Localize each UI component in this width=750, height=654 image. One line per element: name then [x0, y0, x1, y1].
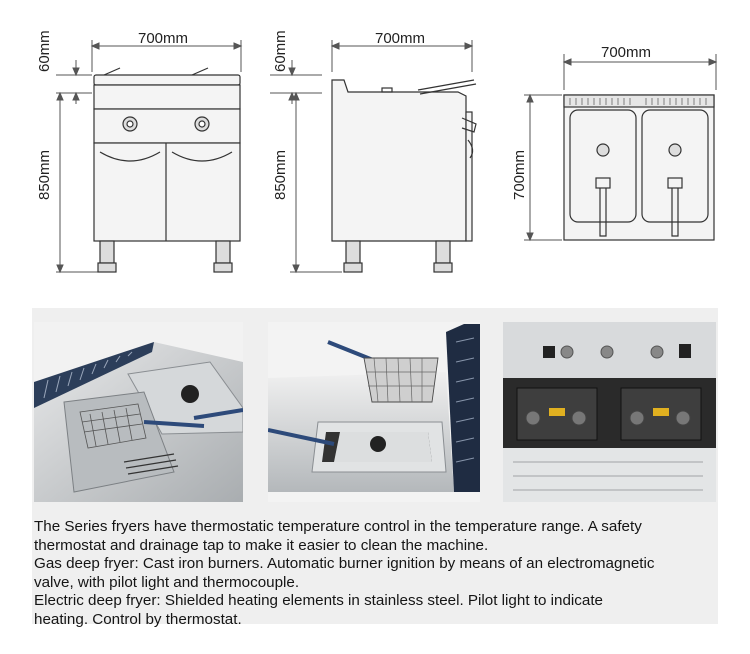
description-line-6: heating. Control by thermostat.	[34, 610, 242, 628]
description-line-5: Electric deep fryer: Shielded heating el…	[34, 592, 603, 610]
front-view-drawing: 700mm 60mm 850mm	[36, 30, 243, 274]
top-width-label: 700mm	[601, 44, 651, 61]
description-line-3: Gas deep fryer: Cast iron burners. Autom…	[34, 555, 655, 573]
fryer-basket-lid-photo	[268, 322, 480, 502]
technical-drawings: 700mm 60mm 850mm	[0, 0, 750, 300]
front-top-height-label: 60mm	[36, 30, 53, 72]
description-line-2: thermostat and drainage tap to make it e…	[34, 536, 489, 554]
description-line-1: The Series fryers have thermostatic temp…	[34, 518, 642, 535]
fryer-tank-basket-photo	[34, 322, 243, 502]
product-description: The Series fryers have thermostatic temp…	[34, 518, 718, 630]
top-view-drawing: 700mm 700mm	[511, 44, 718, 242]
side-body-height-label: 850mm	[272, 150, 289, 200]
fryer-burners-interior-photo	[503, 322, 716, 502]
front-width-label: 700mm	[138, 30, 188, 47]
side-top-height-label: 60mm	[272, 30, 289, 72]
side-width-label: 700mm	[375, 30, 425, 47]
side-view-drawing: 700mm 60mm 850mm	[270, 30, 477, 274]
description-line-4: valve, with pilot light and thermocouple…	[34, 573, 300, 591]
top-depth-label: 700mm	[511, 150, 528, 200]
front-body-height-label: 850mm	[36, 150, 53, 200]
